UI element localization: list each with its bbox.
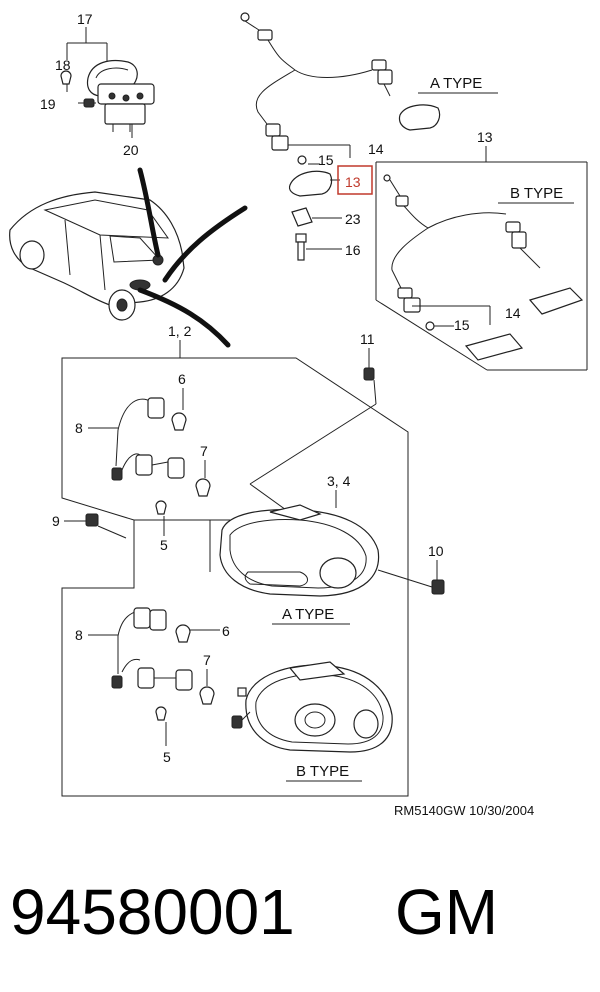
rear-combination-lamp-outline: 1, 2 11 (61, 323, 409, 797)
bulb-7-b (199, 686, 215, 705)
a-type-label-top: A TYPE (430, 75, 482, 92)
nut-11 (363, 367, 375, 381)
callout-13-b: 13 (477, 129, 493, 145)
gasket-23 (291, 207, 313, 227)
callout-10: 10 (428, 543, 444, 559)
a-type-lamp-body: 3, 4 A TYPE (219, 473, 380, 625)
callout-14-b: 14 (505, 305, 521, 321)
license-lamp-b-type-lower (464, 333, 524, 361)
screw-9 (85, 513, 99, 527)
b-type-label-lamp: B TYPE (296, 763, 349, 780)
b-type-socket-assembly: 8 6 7 5 (75, 607, 230, 765)
license-lamp-a-type (398, 104, 441, 131)
callout-6-a: 6 (178, 371, 186, 387)
b-type-label-top: B TYPE (510, 185, 563, 202)
stop-lamp-bulb (60, 70, 72, 85)
callout-15-a: 15 (318, 152, 334, 168)
license-lamp-b-type-upper (528, 287, 584, 315)
a-type-socket-assembly: 6 8 7 5 (75, 371, 211, 553)
callout-3-4: 3, 4 (327, 473, 351, 489)
bolt-10 (431, 579, 445, 595)
callout-17: 17 (77, 11, 93, 27)
license-lamp-group: A TYPE 14 15 13 23 16 (240, 12, 498, 261)
a-type-label-lamp: A TYPE (282, 606, 334, 623)
bulb-5-a (155, 500, 167, 515)
brand-label: GM (395, 876, 498, 948)
screw-19 (83, 98, 95, 108)
license-lamp-housing (288, 170, 333, 197)
b-type-license-box: 13 B TYPE 14 15 (375, 129, 588, 371)
part-number: 94580001 (10, 876, 295, 948)
callout-7-b: 7 (203, 652, 211, 668)
callout-20: 20 (123, 142, 139, 158)
bulb-6-b (175, 624, 191, 643)
bulb-6-a (171, 412, 187, 431)
bulb-7-a (195, 478, 211, 497)
callout-7-a: 7 (200, 443, 208, 459)
b-type-lamp-body: B TYPE (231, 661, 393, 782)
callout-15-b: 15 (454, 317, 470, 333)
callout-19: 19 (40, 96, 56, 112)
callout-23: 23 (345, 211, 361, 227)
highlight-box-13 (337, 165, 373, 195)
callout-8-a: 8 (75, 420, 83, 436)
diagram-reference-code: RM5140GW 10/30/2004 (394, 803, 534, 818)
screw-9-group: 9 (52, 513, 127, 539)
callout-16: 16 (345, 242, 361, 258)
callout-5-b: 5 (163, 749, 171, 765)
high-mount-stop-lamp-group: 17 18 19 20 (40, 11, 155, 158)
callout-9: 9 (52, 513, 60, 529)
bulb-5-b (155, 706, 167, 721)
bolt-10-group: 10 (377, 543, 445, 595)
callout-1-2: 1, 2 (168, 323, 192, 339)
callout-14-a: 14 (368, 141, 384, 157)
callout-11: 11 (360, 331, 375, 347)
callout-5-a: 5 (160, 537, 168, 553)
callout-13-highlighted: 13 (345, 174, 361, 190)
callout-6-b: 6 (222, 623, 230, 639)
callout-18: 18 (55, 57, 71, 73)
callout-8-b: 8 (75, 627, 83, 643)
vehicle-illustration (9, 167, 248, 348)
stop-lamp-bracket (104, 103, 146, 125)
